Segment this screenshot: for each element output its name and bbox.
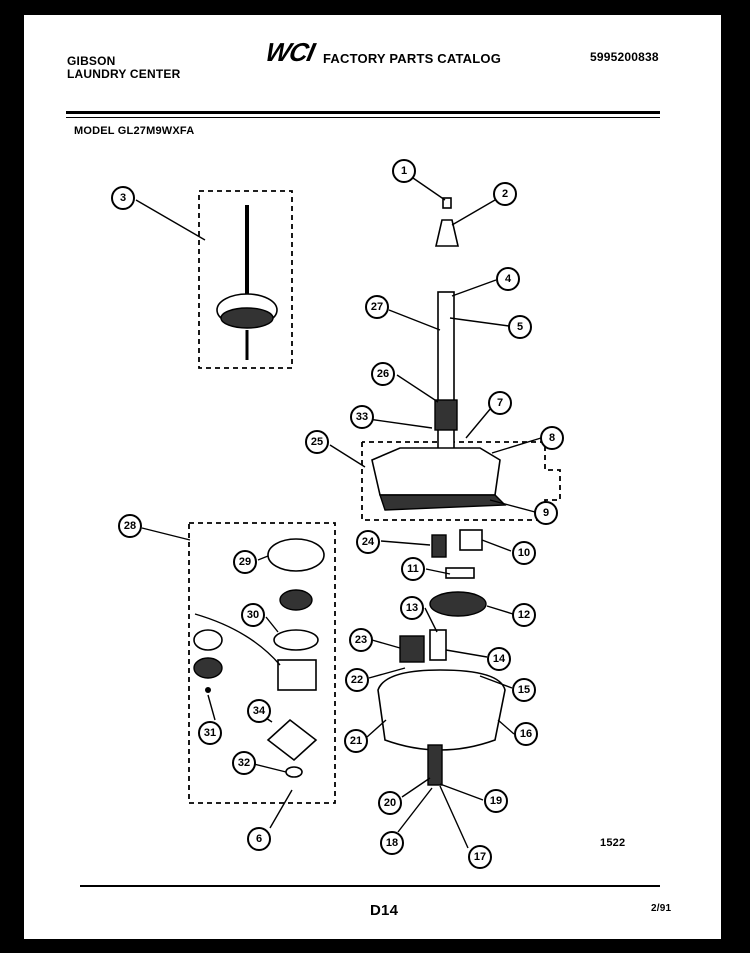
svg-text:9: 9 — [543, 507, 549, 519]
svg-text:1: 1 — [401, 165, 407, 177]
agitator-shaft-assembly-box — [198, 190, 293, 369]
svg-text:21: 21 — [350, 735, 362, 747]
callout-16: 16 — [514, 722, 538, 746]
callout-12: 12 — [512, 603, 536, 627]
agitator-shaft-part — [216, 205, 278, 360]
callout-32: 32 — [232, 751, 256, 775]
callout-6: 6 — [247, 827, 271, 851]
callout-17: 17 — [468, 845, 492, 869]
svg-text:28: 28 — [124, 520, 136, 532]
brand-block: GIBSON LAUNDRY CENTER — [67, 55, 180, 81]
callout-4: 4 — [496, 267, 520, 291]
svg-text:12: 12 — [518, 609, 530, 621]
svg-text:29: 29 — [239, 556, 251, 568]
svg-text:22: 22 — [351, 674, 363, 686]
svg-text:13: 13 — [406, 602, 418, 614]
leader-lines — [135, 177, 542, 849]
callout-9: 9 — [534, 501, 558, 525]
callout-3: 3 — [111, 186, 135, 210]
svg-text:25: 25 — [311, 436, 323, 448]
callout-5: 5 — [508, 315, 532, 339]
svg-text:27: 27 — [371, 301, 383, 313]
svg-text:23: 23 — [355, 634, 367, 646]
callout-23: 23 — [349, 628, 373, 652]
svg-text:17: 17 — [474, 851, 486, 863]
page-number: D14 — [370, 902, 399, 919]
callout-1: 1 — [392, 159, 416, 183]
catalog-part-number: 5995200838 — [590, 50, 659, 64]
svg-text:30: 30 — [247, 609, 259, 621]
header-rule — [66, 111, 660, 114]
callout-28: 28 — [118, 514, 142, 538]
header-rule-thin — [66, 117, 660, 118]
svg-text:14: 14 — [493, 653, 506, 665]
seal-kit-assembly-box — [188, 522, 336, 804]
catalog-title: FACTORY PARTS CATALOG — [323, 51, 502, 66]
callout-29: 29 — [233, 550, 257, 574]
callout-33: 33 — [350, 405, 374, 429]
gearcase-cover-assembly-box — [361, 441, 561, 521]
revision-date: 2/91 — [651, 903, 672, 914]
callout-25: 25 — [305, 430, 329, 454]
svg-text:7: 7 — [497, 397, 503, 409]
callout-11: 11 — [401, 557, 425, 581]
svg-text:5: 5 — [517, 321, 523, 333]
footer-rule — [80, 885, 660, 887]
svg-text:16: 16 — [520, 728, 532, 740]
svg-text:33: 33 — [356, 411, 368, 423]
svg-text:31: 31 — [204, 727, 216, 739]
transmission-stack-parts — [371, 291, 507, 786]
svg-text:18: 18 — [386, 837, 398, 849]
callout-15: 15 — [512, 678, 536, 702]
callout-20: 20 — [378, 791, 402, 815]
callout-31: 31 — [198, 721, 222, 745]
callout-18: 18 — [380, 831, 404, 855]
callout-19: 19 — [484, 789, 508, 813]
cap-and-cone-parts — [434, 197, 460, 247]
callout-27: 27 — [365, 295, 389, 319]
brand-name: GIBSON — [67, 54, 116, 68]
paper-sheet — [24, 15, 721, 939]
svg-text:11: 11 — [407, 563, 419, 575]
callout-34: 34 — [247, 699, 271, 723]
svg-text:2: 2 — [502, 188, 508, 200]
callout-2: 2 — [493, 182, 517, 206]
seal-kit-parts — [193, 538, 325, 778]
callout-13: 13 — [400, 596, 424, 620]
diagram-code: 1522 — [600, 837, 626, 849]
svg-text:26: 26 — [377, 368, 389, 380]
callout-26: 26 — [371, 362, 395, 386]
callout-21: 21 — [344, 729, 368, 753]
callout-14: 14 — [487, 647, 511, 671]
svg-text:6: 6 — [256, 833, 262, 845]
callout-24: 24 — [356, 530, 380, 554]
callout-22: 22 — [345, 668, 369, 692]
model-number: MODEL GL27M9WXFA — [74, 125, 195, 137]
callout-10: 10 — [512, 541, 536, 565]
svg-text:10: 10 — [518, 547, 530, 559]
svg-text:15: 15 — [518, 684, 530, 696]
svg-text:32: 32 — [238, 757, 250, 769]
svg-text:4: 4 — [505, 273, 512, 285]
callout-30: 30 — [241, 603, 265, 627]
svg-text:8: 8 — [549, 432, 555, 444]
callout-7: 7 — [488, 391, 512, 415]
svg-text:34: 34 — [253, 705, 266, 717]
product-line: LAUNDRY CENTER — [67, 67, 181, 81]
callout-8: 8 — [540, 426, 564, 450]
svg-text:3: 3 — [120, 192, 126, 204]
svg-text:19: 19 — [490, 795, 502, 807]
svg-text:20: 20 — [384, 797, 396, 809]
svg-text:24: 24 — [362, 536, 375, 548]
